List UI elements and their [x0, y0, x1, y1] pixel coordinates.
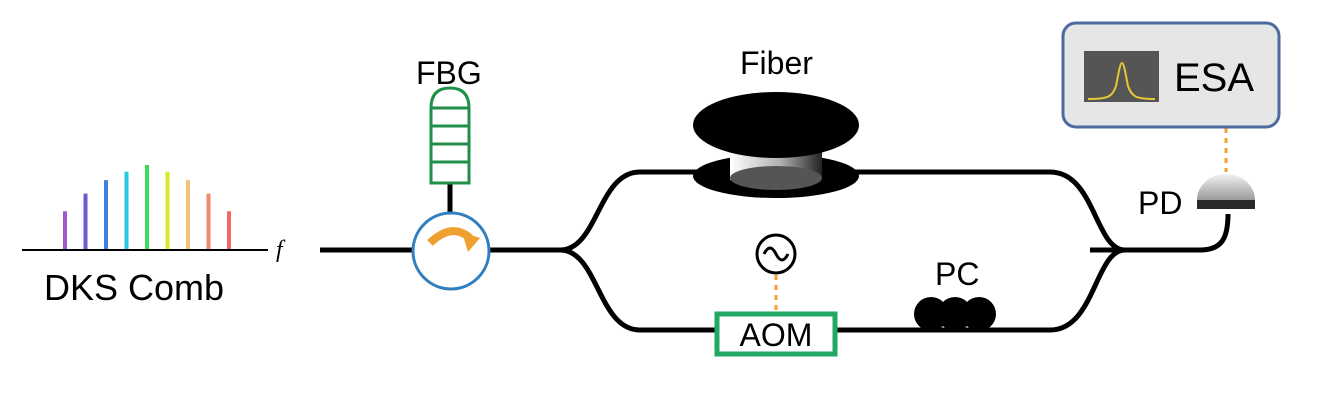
- esa-label: ESA: [1174, 56, 1254, 100]
- fbg: FBG: [416, 55, 482, 185]
- pd-label: PD: [1138, 185, 1182, 221]
- dks-comb: f DKS Comb: [22, 165, 286, 308]
- frequency-axis-label: f: [276, 237, 286, 263]
- fbg-label: FBG: [416, 55, 482, 91]
- aom-label: AOM: [740, 317, 813, 353]
- fiber-spool: Fiber: [693, 45, 859, 198]
- polarization-controller: PC: [914, 256, 996, 331]
- pd-dome: [1197, 174, 1255, 200]
- esa: ESA: [1061, 21, 1281, 129]
- esa-trace: [1087, 61, 1156, 100]
- lower-arm-fiber: [559, 247, 1126, 333]
- comb-label: DKS Comb: [44, 267, 224, 308]
- aom-box: [714, 311, 838, 357]
- fbg-grating: [429, 86, 471, 185]
- spool-flange: [693, 92, 859, 158]
- comb-lines: [63, 165, 231, 249]
- aom-assembly: AOM: [714, 233, 838, 357]
- fiber-label: Fiber: [740, 45, 813, 81]
- circulator: [411, 211, 491, 291]
- photodetector: PD: [1138, 128, 1255, 221]
- esa-screen: [1084, 51, 1159, 102]
- pc-label: PC: [935, 256, 979, 292]
- circulator-body: [411, 211, 491, 291]
- pd-fiber: [1090, 213, 1231, 253]
